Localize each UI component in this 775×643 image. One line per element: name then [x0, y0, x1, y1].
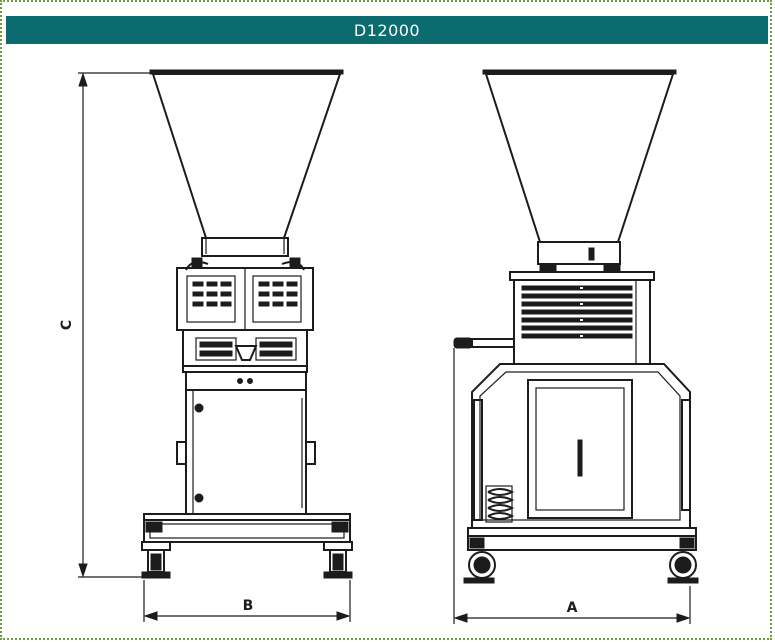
- dimension-c-label: C: [59, 320, 75, 330]
- side-cable-coil: [485, 485, 515, 523]
- front-cutting-unit: [182, 329, 308, 373]
- front-upper-housing: [176, 267, 314, 331]
- dimension-c: C: [59, 72, 150, 578]
- front-chassis: [141, 513, 353, 579]
- front-view: B: [141, 69, 353, 622]
- side-pusher-arm: [453, 337, 515, 349]
- side-hopper: [482, 69, 677, 265]
- title-bar: D12000: [6, 16, 768, 44]
- side-motor-housing: [509, 263, 655, 365]
- side-chassis: [463, 527, 699, 584]
- dimension-a-label: A: [567, 600, 578, 616]
- dimension-b: B: [143, 580, 351, 622]
- front-hopper: [149, 69, 344, 257]
- page-title: D12000: [353, 20, 421, 40]
- dimension-b-label: B: [243, 598, 254, 614]
- side-cabinet: [471, 363, 691, 529]
- side-view: A: [453, 69, 699, 624]
- dimension-a: A: [453, 348, 691, 624]
- front-cabinet: [176, 371, 316, 515]
